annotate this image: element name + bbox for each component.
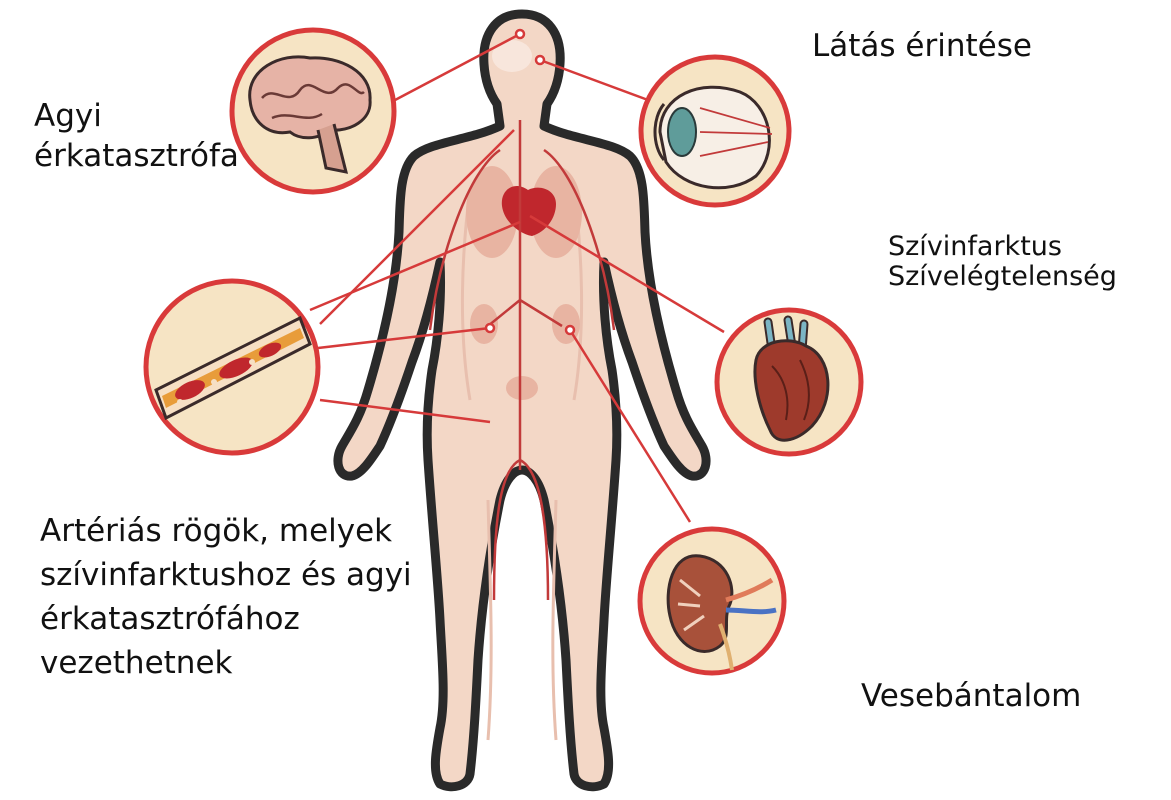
kidney-callout — [640, 529, 784, 673]
label-artery: Artériás rögök, melyek szívinfarktushoz … — [40, 509, 412, 685]
label-stroke: Agyi érkatasztrófa — [34, 96, 239, 176]
label-heart: Szívinfarktus Szívelégtelenség — [888, 232, 1117, 292]
label-kidney-line-1: Vesebántalom — [861, 676, 1081, 716]
brain-callout — [232, 30, 394, 192]
artery-callout — [146, 281, 318, 453]
label-artery-line-1: Artériás rögök, melyek — [40, 509, 412, 553]
label-artery-line-3: érkatasztrófához — [40, 597, 412, 641]
label-heart-line-1: Szívinfarktus — [888, 232, 1117, 262]
heart-callout — [717, 310, 861, 454]
label-heart-line-2: Szívelégtelenség — [888, 262, 1117, 292]
label-artery-line-4: vezethetnek — [40, 641, 412, 685]
label-artery-line-2: szívinfarktushoz és agyi — [40, 553, 412, 597]
kidney-left-organ — [470, 304, 498, 344]
eye-callout — [641, 57, 789, 205]
label-kidney: Vesebántalom — [861, 676, 1081, 716]
label-vision: Látás érintése — [812, 26, 1032, 66]
label-vision-line-1: Látás érintése — [812, 26, 1032, 66]
label-stroke-line-1: Agyi — [34, 96, 239, 136]
bladder — [506, 376, 538, 400]
label-stroke-line-2: érkatasztrófa — [34, 136, 239, 176]
